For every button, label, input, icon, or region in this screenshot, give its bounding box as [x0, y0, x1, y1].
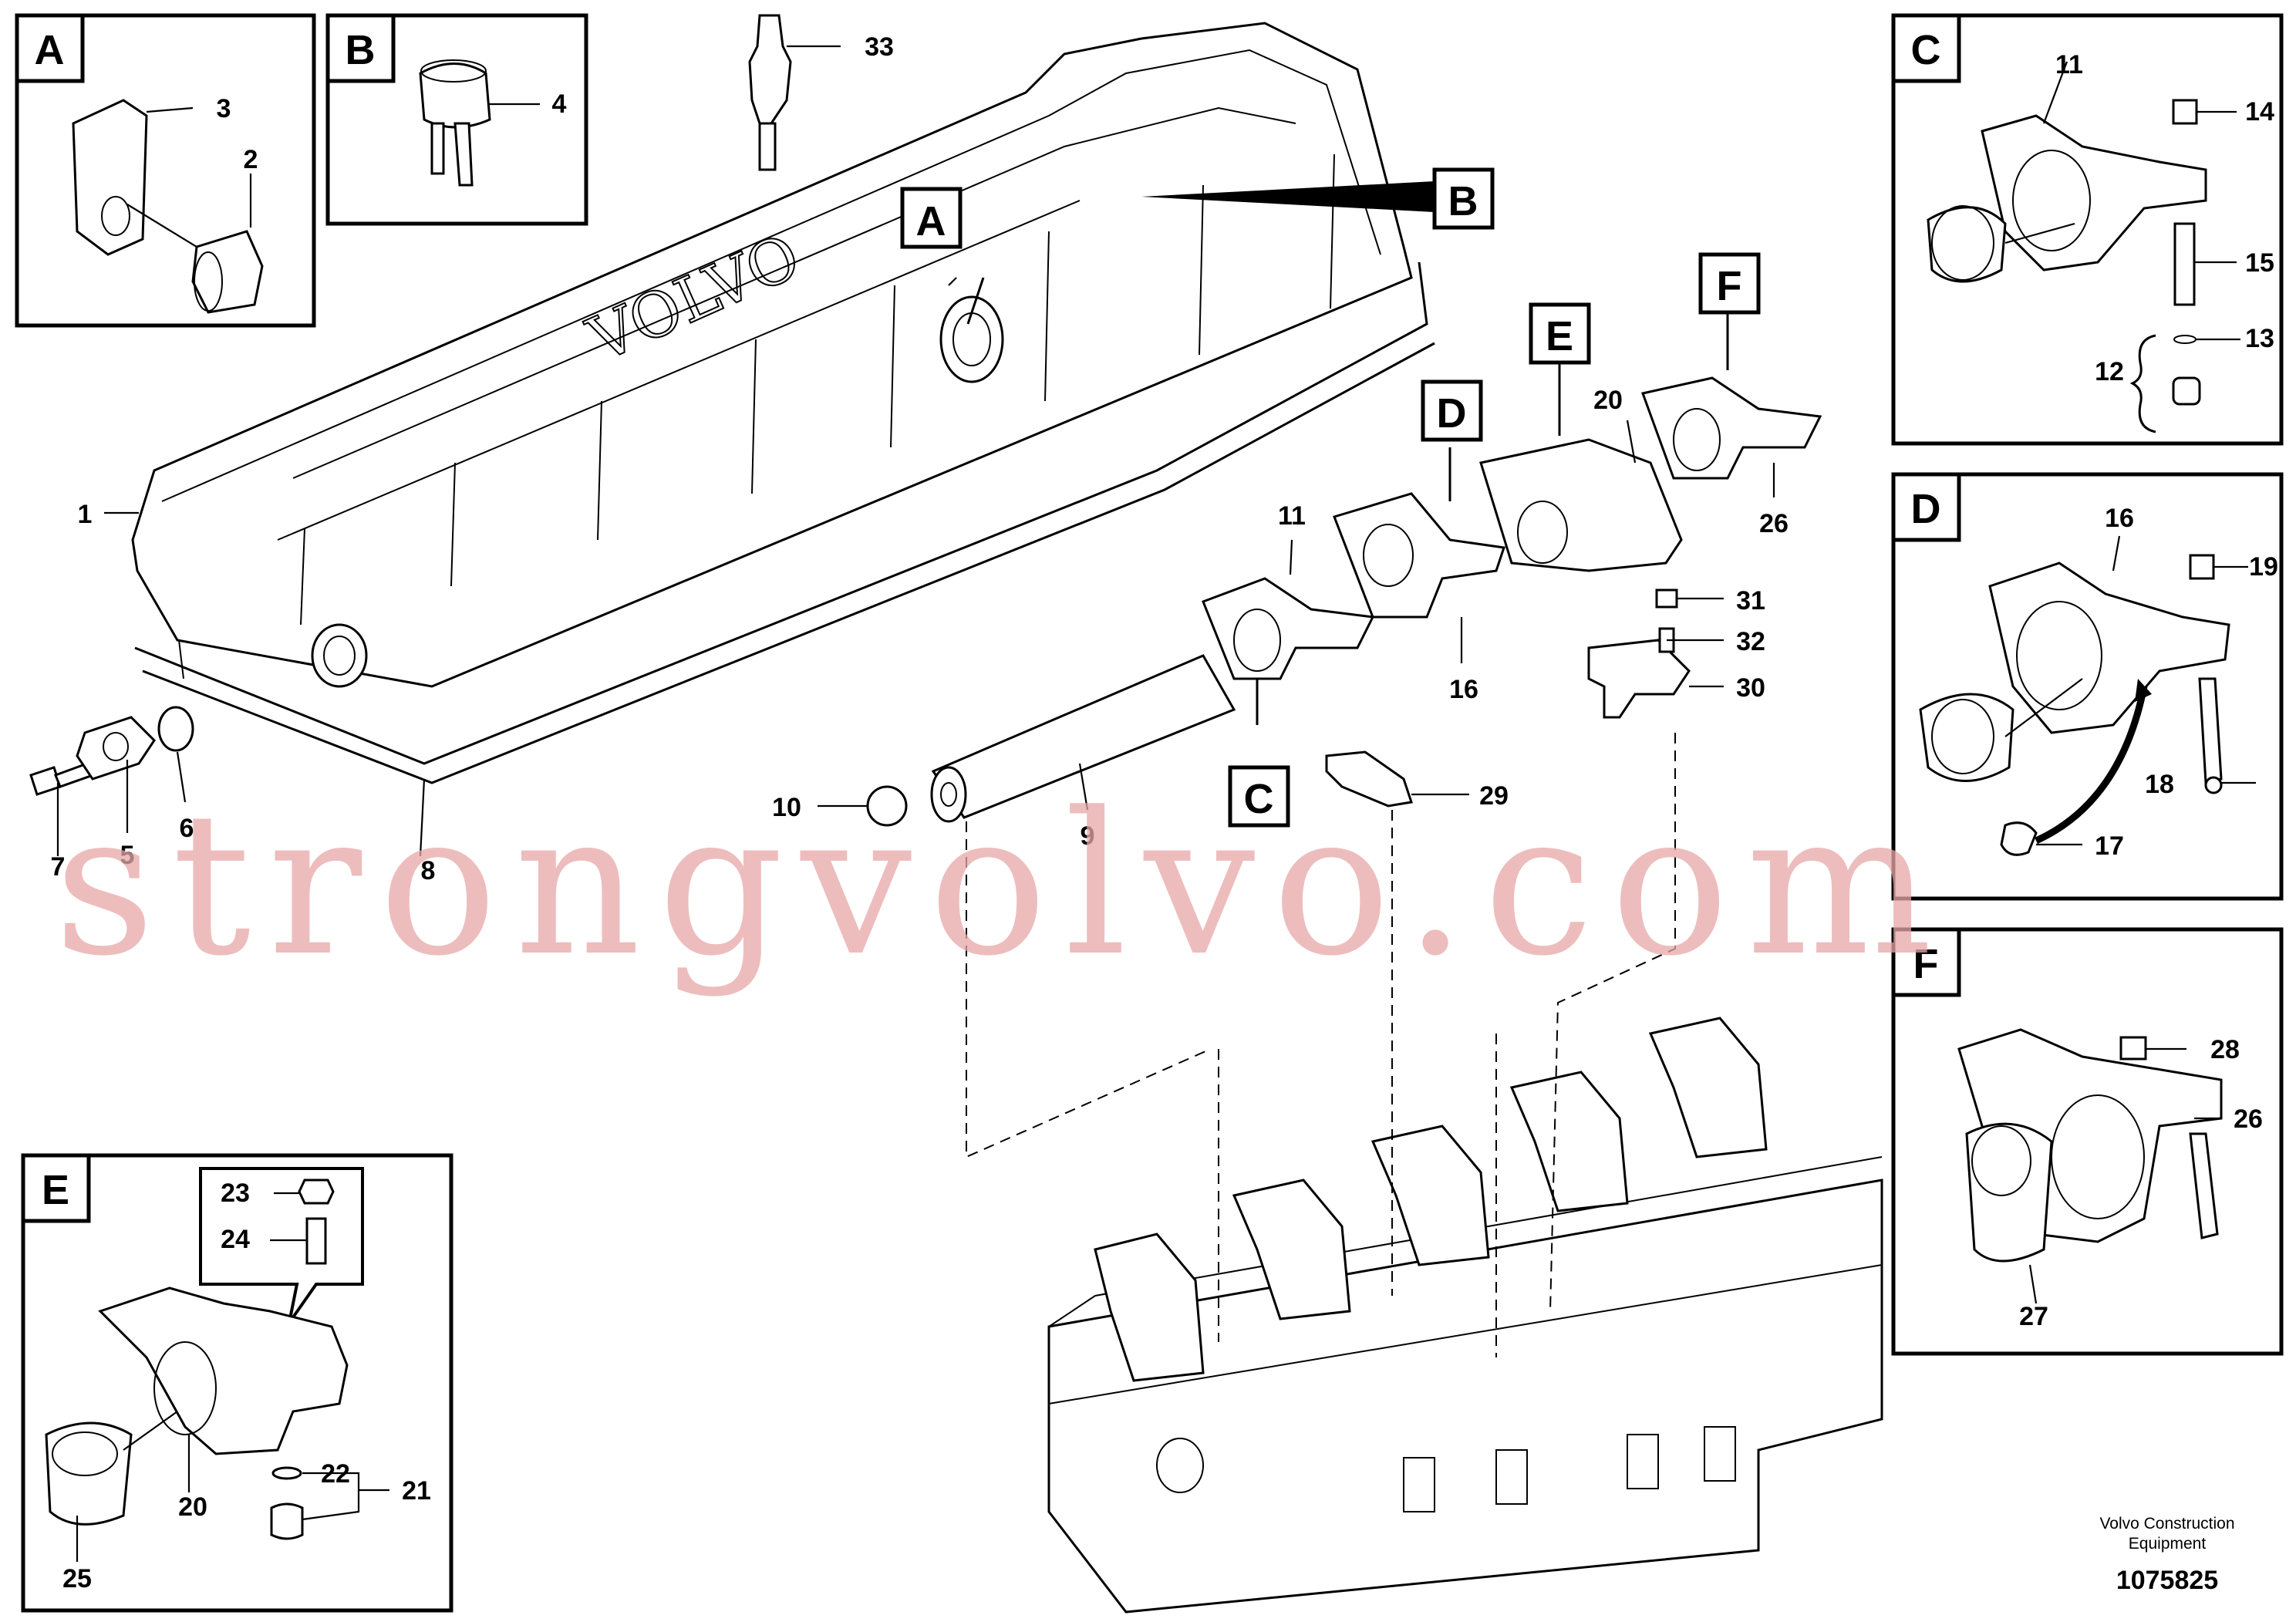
callout-letter-e: E [1546, 313, 1573, 359]
main-part-labels: 33 1 7 5 6 8 10 9 11 16 20 26 31 32 30 2… [51, 32, 1789, 885]
cylinder-head [1047, 1017, 1883, 1614]
label-20: 20 [1593, 386, 1623, 415]
nut-31 [1655, 588, 1678, 609]
inset-e-label-23: 23 [221, 1179, 250, 1208]
flange-5 [76, 716, 156, 781]
assembly-dashed-lines [966, 821, 1212, 1158]
rocker-arm-20 [1479, 438, 1683, 572]
rocker-arm-11 [1202, 577, 1375, 680]
inset-c-label-13: 13 [2245, 324, 2274, 353]
label-29: 29 [1479, 781, 1509, 811]
inset-e-label-22: 22 [321, 1459, 350, 1489]
cover-gasket [134, 261, 1428, 765]
inset-f-label-26: 26 [2234, 1104, 2263, 1134]
drawing-number: 1075825 [2116, 1566, 2218, 1595]
inset-e-label-25: 25 [62, 1564, 92, 1593]
inset-d-label-19: 19 [2249, 552, 2278, 582]
label-8: 8 [421, 856, 436, 885]
callout-letter-a: A [916, 198, 946, 244]
inset-d-letter: D [1911, 486, 1941, 532]
o-ring-6 [157, 706, 194, 752]
label-32: 32 [1736, 627, 1765, 656]
label-26: 26 [1759, 509, 1789, 538]
label-5: 5 [120, 841, 135, 870]
inset-f-label-28: 28 [2210, 1035, 2240, 1064]
label-1: 1 [78, 500, 93, 529]
inset-c-label-11: 11 [2055, 50, 2083, 79]
inset-b-label-4: 4 [552, 89, 567, 119]
label-6: 6 [180, 814, 194, 843]
inset-a-label-3: 3 [217, 94, 231, 123]
label-30: 30 [1736, 673, 1765, 703]
inset-f-label-27: 27 [2019, 1302, 2048, 1331]
company-name-line2: Equipment [2129, 1535, 2207, 1553]
inset-d: D 16 19 18 17 [1891, 472, 2284, 901]
rocker-shaft [930, 654, 1236, 823]
inset-a: A 3 2 [15, 13, 316, 328]
label-9: 9 [1081, 821, 1095, 851]
callout-letter-boxes [900, 167, 1761, 828]
inset-a-letter: A [35, 27, 65, 73]
label-10: 10 [772, 793, 801, 822]
callout-letter-d: D [1437, 390, 1467, 437]
inset-d-label-16: 16 [2105, 504, 2134, 533]
inset-c-letter: C [1911, 27, 1941, 73]
inset-c: C 11 14 15 13 12 [1891, 13, 2284, 446]
label-31: 31 [1736, 586, 1765, 615]
valve-cover: VOLVO [131, 22, 1413, 688]
leader-lines [56, 45, 1775, 857]
breather-33 [748, 14, 792, 171]
inset-c-label-15: 15 [2245, 248, 2274, 278]
inset-b: B 4 [325, 13, 588, 226]
label-7: 7 [51, 852, 66, 882]
watermark: strongvolvo.com [54, 771, 1950, 1000]
valve-bridge-29 [1325, 750, 1413, 808]
inset-d-label-18: 18 [2145, 770, 2174, 799]
footer: Volvo Construction Equipment 1075825 [2099, 1515, 2234, 1595]
label-33: 33 [865, 32, 894, 62]
inset-b-letter: B [346, 27, 376, 73]
rocker-arm-26 [1641, 376, 1822, 480]
inset-c-label-14: 14 [2245, 97, 2274, 126]
label-16: 16 [1449, 675, 1478, 704]
inset-a-label-2: 2 [244, 145, 258, 174]
inset-e-label-20: 20 [178, 1492, 207, 1522]
inset-d-label-17: 17 [2095, 831, 2124, 861]
callout-letter-c: C [1244, 776, 1274, 822]
inset-e-label-21: 21 [402, 1476, 431, 1506]
valve-bridge-30 [1587, 639, 1691, 719]
rocker-arm-16 [1333, 492, 1505, 619]
inset-e-label-24: 24 [221, 1225, 250, 1254]
cover-ribs [300, 153, 1335, 626]
inset-f-letter: F [1913, 941, 1939, 987]
inset-e: E 23 24 20 25 22 21 [21, 1153, 453, 1613]
callout-letter-b: B [1448, 178, 1478, 224]
inset-e-letter: E [42, 1167, 69, 1213]
company-name-line1: Volvo Construction [2099, 1515, 2234, 1533]
inset-c-label-12: 12 [2095, 357, 2124, 386]
label-11: 11 [1278, 501, 1306, 531]
inset-f: F 28 26 27 [1891, 927, 2284, 1356]
callout-letter-f: F [1717, 263, 1742, 309]
